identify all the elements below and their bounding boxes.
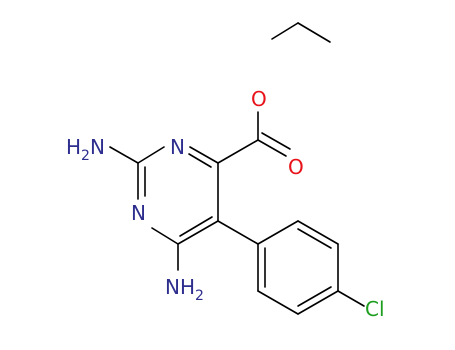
bond-benz-4 [297, 290, 339, 315]
amine-bottom-subscript: 2 [195, 288, 204, 304]
bond-benz-1 [257, 220, 299, 245]
bond-carbonyl-c-ring [217, 139, 259, 164]
bond-c4-n3-inner [188, 153, 212, 168]
bond-carbonyl-double-2 [261, 132, 291, 150]
atom-amine-top: H2N [66, 135, 105, 164]
bond-ch3-ch2 [297, 22, 331, 43]
bond-c6-c5-inner [179, 216, 213, 237]
atom-nitrogen-ring-left: N [131, 201, 146, 225]
atom-nitrogen-ring-top: N [170, 135, 185, 159]
bond-c6-c5 [177, 220, 219, 245]
bond-c2-nh2 [109, 146, 139, 164]
bond-n3-c2 [137, 146, 165, 164]
bond-ch2-o [271, 22, 299, 40]
atom-chlorine: Cl [365, 297, 385, 321]
bond-benz-2-inner [297, 228, 332, 249]
bond-carbonyl-double-1 [257, 139, 287, 157]
amine-top-subscript: 2 [81, 148, 90, 164]
amine-top-n: N [90, 135, 105, 159]
amine-top-h: H [66, 135, 81, 159]
amine-bottom-nh: NH [165, 275, 195, 299]
bond-c5-aryl [217, 220, 259, 245]
atom-amine-bottom: NH2 [165, 275, 204, 304]
bond-benz-4-inner [297, 286, 332, 307]
bond-c-cl [337, 290, 365, 307]
bond-c4-n3 [189, 146, 219, 164]
atom-oxygen-carbonyl: O [288, 155, 304, 179]
bond-n1-c6 [151, 227, 179, 245]
bond-benz-2 [297, 220, 339, 245]
bond-benz-5 [257, 290, 299, 315]
atom-oxygen-ester: O [251, 87, 267, 111]
